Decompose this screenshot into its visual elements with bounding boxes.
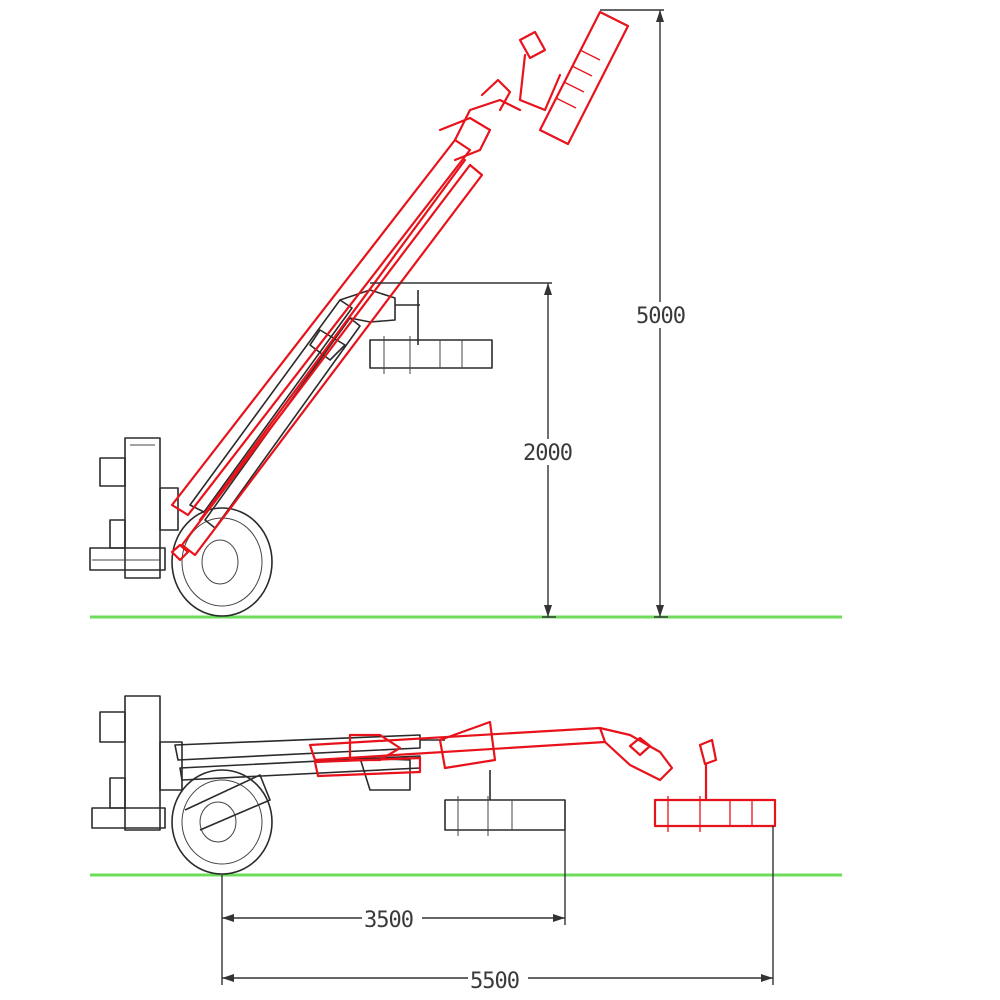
dimension-reach-5500: 5500 bbox=[222, 826, 774, 994]
mounting-frame-side bbox=[89, 437, 179, 579]
height-label-2000: 2000 bbox=[523, 441, 572, 466]
height-label-5000: 5000 bbox=[636, 304, 685, 329]
retracted-boom-top bbox=[174, 734, 566, 836]
tractor-wheel-top bbox=[171, 769, 273, 875]
reach-label-5500: 5500 bbox=[470, 969, 519, 994]
retracted-boom-side bbox=[189, 289, 493, 529]
mounting-frame-top bbox=[91, 695, 183, 831]
extended-boom-side bbox=[170, 10, 630, 562]
extended-boom-top bbox=[308, 720, 777, 832]
dimension-height-5000: 5000 bbox=[600, 9, 690, 618]
tractor-wheel-side bbox=[171, 507, 273, 617]
dimension-reach-3500: 3500 bbox=[221, 830, 566, 985]
side-view: 2000 5000 bbox=[89, 9, 842, 619]
top-view: 3500 5500 bbox=[90, 695, 842, 994]
reach-label-3500: 3500 bbox=[364, 908, 413, 933]
dimension-height-2000: 2000 bbox=[370, 282, 578, 618]
